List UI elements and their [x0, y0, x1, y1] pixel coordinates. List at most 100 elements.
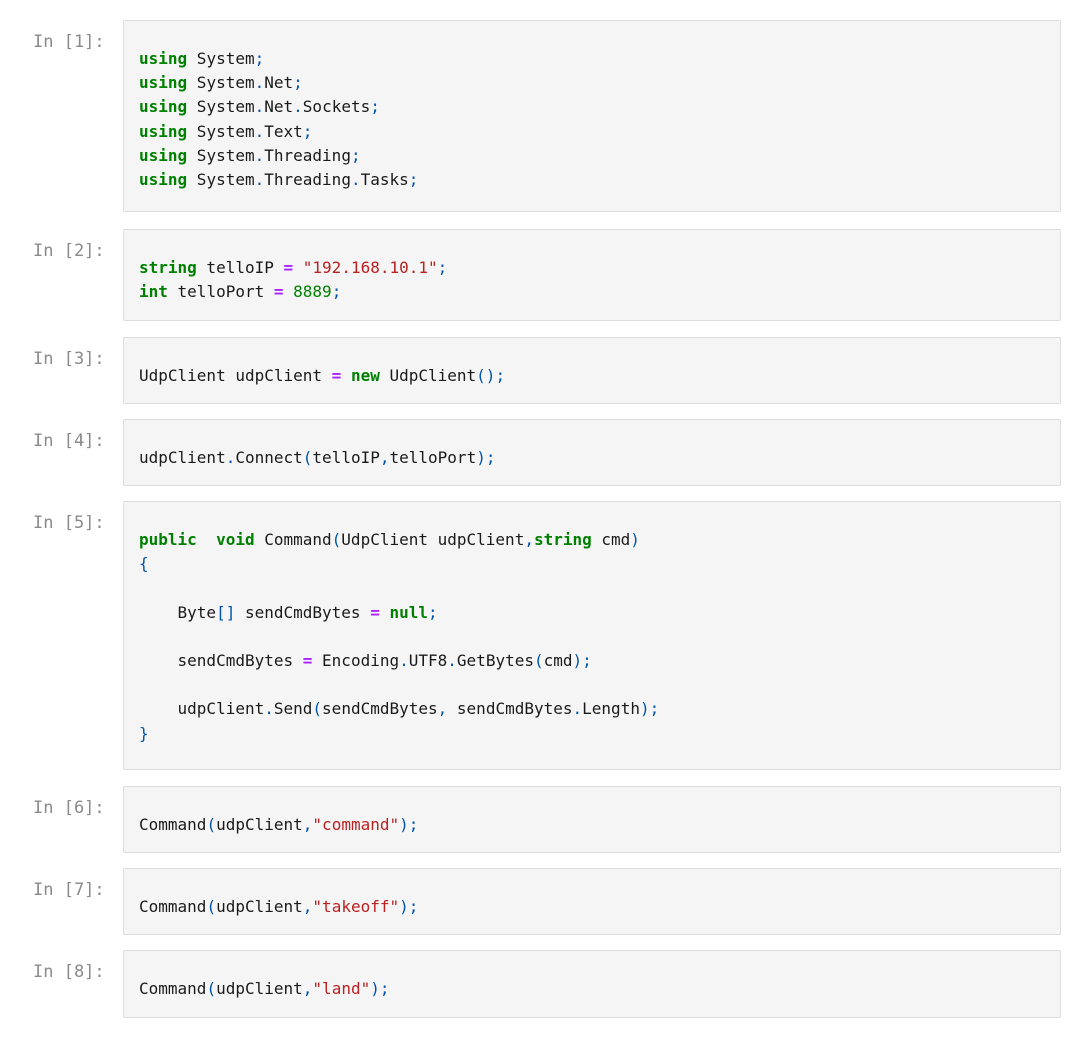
code-token: Send — [273, 699, 313, 719]
code-token: sendCmdBytes — [235, 602, 371, 622]
code-token: . — [254, 145, 265, 165]
code-token: public — [139, 530, 197, 549]
code-line — [139, 576, 659, 600]
code-token: string — [139, 258, 197, 277]
code-token: using — [139, 49, 188, 68]
code-token: [] — [216, 602, 236, 622]
code-token: System — [187, 121, 255, 141]
code-editor[interactable]: using System;using System.Net;using Syst… — [123, 20, 1061, 212]
code-line: int telloPort = 8889; — [139, 280, 447, 304]
code-text: udpClient.Connect(telloIP,telloPort); — [139, 446, 495, 470]
code-token: int — [139, 282, 168, 302]
code-token: ; — [254, 49, 265, 68]
code-token: "takeoff" — [312, 897, 400, 916]
code-token: Byte — [139, 602, 217, 622]
cell-prompt: In [6]: — [33, 798, 105, 818]
code-token: = — [273, 282, 284, 302]
code-token: . — [254, 121, 265, 141]
code-line: Byte[] sendCmdBytes = null; — [139, 601, 659, 625]
code-token: . — [254, 169, 265, 189]
code-token — [284, 282, 294, 301]
code-line: } — [139, 722, 659, 746]
code-line — [139, 625, 659, 649]
cell-prompt: In [4]: — [33, 431, 105, 451]
code-token: ) — [630, 530, 640, 549]
code-editor[interactable]: Command(udpClient,"land"); — [123, 950, 1061, 1018]
code-token: ; — [350, 145, 361, 165]
code-editor[interactable]: public void Command(UdpClient udpClient,… — [123, 501, 1061, 770]
cell-prompt: In [8]: — [33, 962, 105, 982]
code-token: . — [254, 73, 265, 93]
code-token: ; — [437, 258, 448, 277]
code-token: . — [254, 97, 265, 117]
code-text: public void Command(UdpClient udpClient,… — [139, 528, 659, 746]
code-token: ; — [408, 169, 419, 189]
code-token: ; — [370, 97, 380, 117]
code-token — [197, 530, 216, 549]
code-token: Net — [264, 97, 294, 117]
code-line: { — [139, 552, 659, 576]
code-token: string — [533, 530, 592, 549]
code-token: , — [302, 815, 313, 834]
cell-prompt: In [1]: — [33, 32, 105, 52]
code-token: udpClient — [216, 897, 303, 916]
code-line: using System.Net.Sockets; — [139, 95, 418, 119]
code-token: Length — [582, 699, 640, 719]
code-token: sendCmdBytes — [447, 699, 573, 719]
code-line: using System.Text; — [139, 120, 418, 144]
code-token: UdpClient udpClient — [341, 530, 525, 549]
code-token: System — [187, 49, 255, 68]
code-token: System — [187, 145, 255, 165]
code-token: Encoding — [312, 650, 400, 670]
code-token: using — [139, 73, 188, 93]
code-token: Command — [139, 897, 207, 916]
code-token: , — [302, 897, 313, 916]
code-token: UdpClient udpClient — [139, 366, 332, 385]
code-editor[interactable]: string telloIP = "192.168.10.1";int tell… — [123, 229, 1061, 321]
code-token: telloPort — [167, 282, 274, 302]
code-line: using System.Threading.Tasks; — [139, 168, 418, 192]
code-token: = — [331, 366, 342, 385]
code-token: Text — [264, 121, 303, 141]
code-line: Command(udpClient,"command"); — [139, 813, 418, 837]
code-line: udpClient.Connect(telloIP,telloPort); — [139, 446, 495, 470]
code-token: udpClient — [216, 979, 303, 998]
code-text: string telloIP = "192.168.10.1";int tell… — [139, 256, 447, 304]
code-token: "land" — [312, 979, 371, 998]
code-token: System — [187, 169, 255, 189]
code-editor[interactable]: UdpClient udpClient = new UdpClient(); — [123, 337, 1061, 404]
code-token: sendCmdBytes — [322, 699, 438, 719]
code-token: ( — [206, 897, 217, 916]
code-token — [341, 366, 351, 385]
code-token: cmd — [543, 650, 573, 670]
code-token: new — [350, 366, 380, 385]
code-token: ); — [370, 979, 390, 998]
code-token: Tasks — [360, 169, 409, 189]
code-token: ( — [312, 699, 323, 719]
code-editor[interactable]: udpClient.Connect(telloIP,telloPort); — [123, 419, 1061, 486]
code-token: ); — [639, 699, 660, 719]
code-token: ; — [331, 282, 342, 302]
cell-prompt: In [2]: — [33, 241, 105, 261]
code-token: (); — [476, 366, 506, 385]
code-token: . — [572, 699, 583, 719]
code-token: Sockets — [302, 97, 371, 117]
code-token: telloIP — [196, 258, 284, 277]
code-token: . — [225, 448, 236, 467]
code-token: udpClient — [216, 815, 303, 834]
code-text: UdpClient udpClient = new UdpClient(); — [139, 364, 505, 388]
code-token: using — [139, 145, 188, 165]
code-token: ; — [293, 73, 303, 93]
cell-prompt: In [5]: — [33, 513, 105, 533]
code-token: using — [139, 121, 188, 141]
code-token: void — [216, 530, 255, 549]
code-token: , — [437, 699, 448, 719]
cell-prompt: In [3]: — [33, 349, 105, 369]
code-editor[interactable]: Command(udpClient,"takeoff"); — [123, 868, 1061, 935]
cell-prompt: In [7]: — [33, 880, 105, 900]
code-editor[interactable]: Command(udpClient,"command"); — [123, 786, 1061, 853]
code-token: = — [302, 650, 313, 670]
code-token: ; — [428, 602, 438, 622]
code-token: = — [370, 602, 380, 622]
code-token: UdpClient — [379, 366, 477, 385]
